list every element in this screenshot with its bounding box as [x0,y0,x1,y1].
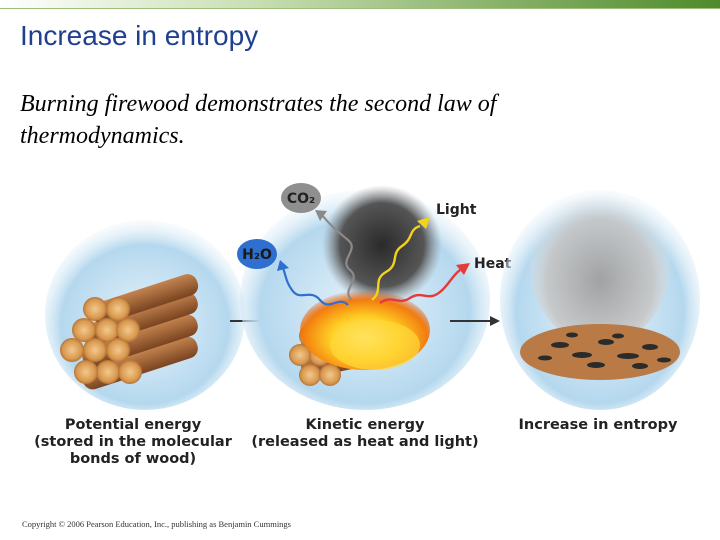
slide-title: Increase in entropy [20,20,259,51]
caption-kinetic-line1: Kinetic energy [306,417,425,433]
caption-potential-line2: (stored in the molecular [34,434,233,450]
ash-panel [500,185,700,410]
dispersed-smoke [530,185,670,345]
h2o-wavy-arrow [277,260,349,306]
copyright-notice: Copyright © 2006 Pearson Education, Inc.… [22,519,291,529]
slide-body-text: Burning firewood demonstrates the second… [20,91,497,149]
top-accent-bar [0,0,720,8]
wood-pile-illustration [60,274,199,390]
caption-kinetic-energy: Kinetic energy (released as heat and lig… [251,417,478,450]
h2o-molecule-bubble: H₂O [237,239,277,269]
light-wavy-arrow [371,217,430,301]
caption-potential-line3: bonds of wood) [70,451,196,467]
smoke-cloud [322,185,442,305]
process-arrow-2 [450,316,500,326]
heat-label: Heat [474,256,512,272]
caption-kinetic-line2: (released as heat and light) [251,434,478,450]
h2o-label: H₂O [242,247,272,263]
caption-potential-line1: Potential energy [65,417,202,433]
burning-panel: CO₂ H₂O Light Heat [237,183,512,410]
wood-pile-panel [45,220,245,410]
light-label: Light [436,202,477,218]
top-accent-line [0,8,720,9]
co2-label: CO₂ [287,191,315,207]
ash-ground [520,324,680,380]
co2-molecule-bubble: CO₂ [281,183,321,213]
co2-wavy-arrow [315,210,355,301]
heat-wavy-arrow [379,263,470,305]
caption-potential-energy: Potential energy (stored in the molecula… [34,417,233,467]
ash-particles [538,332,671,369]
caption-entropy: Increase in entropy [519,417,679,433]
caption-increase-entropy: Increase in entropy [519,417,679,433]
